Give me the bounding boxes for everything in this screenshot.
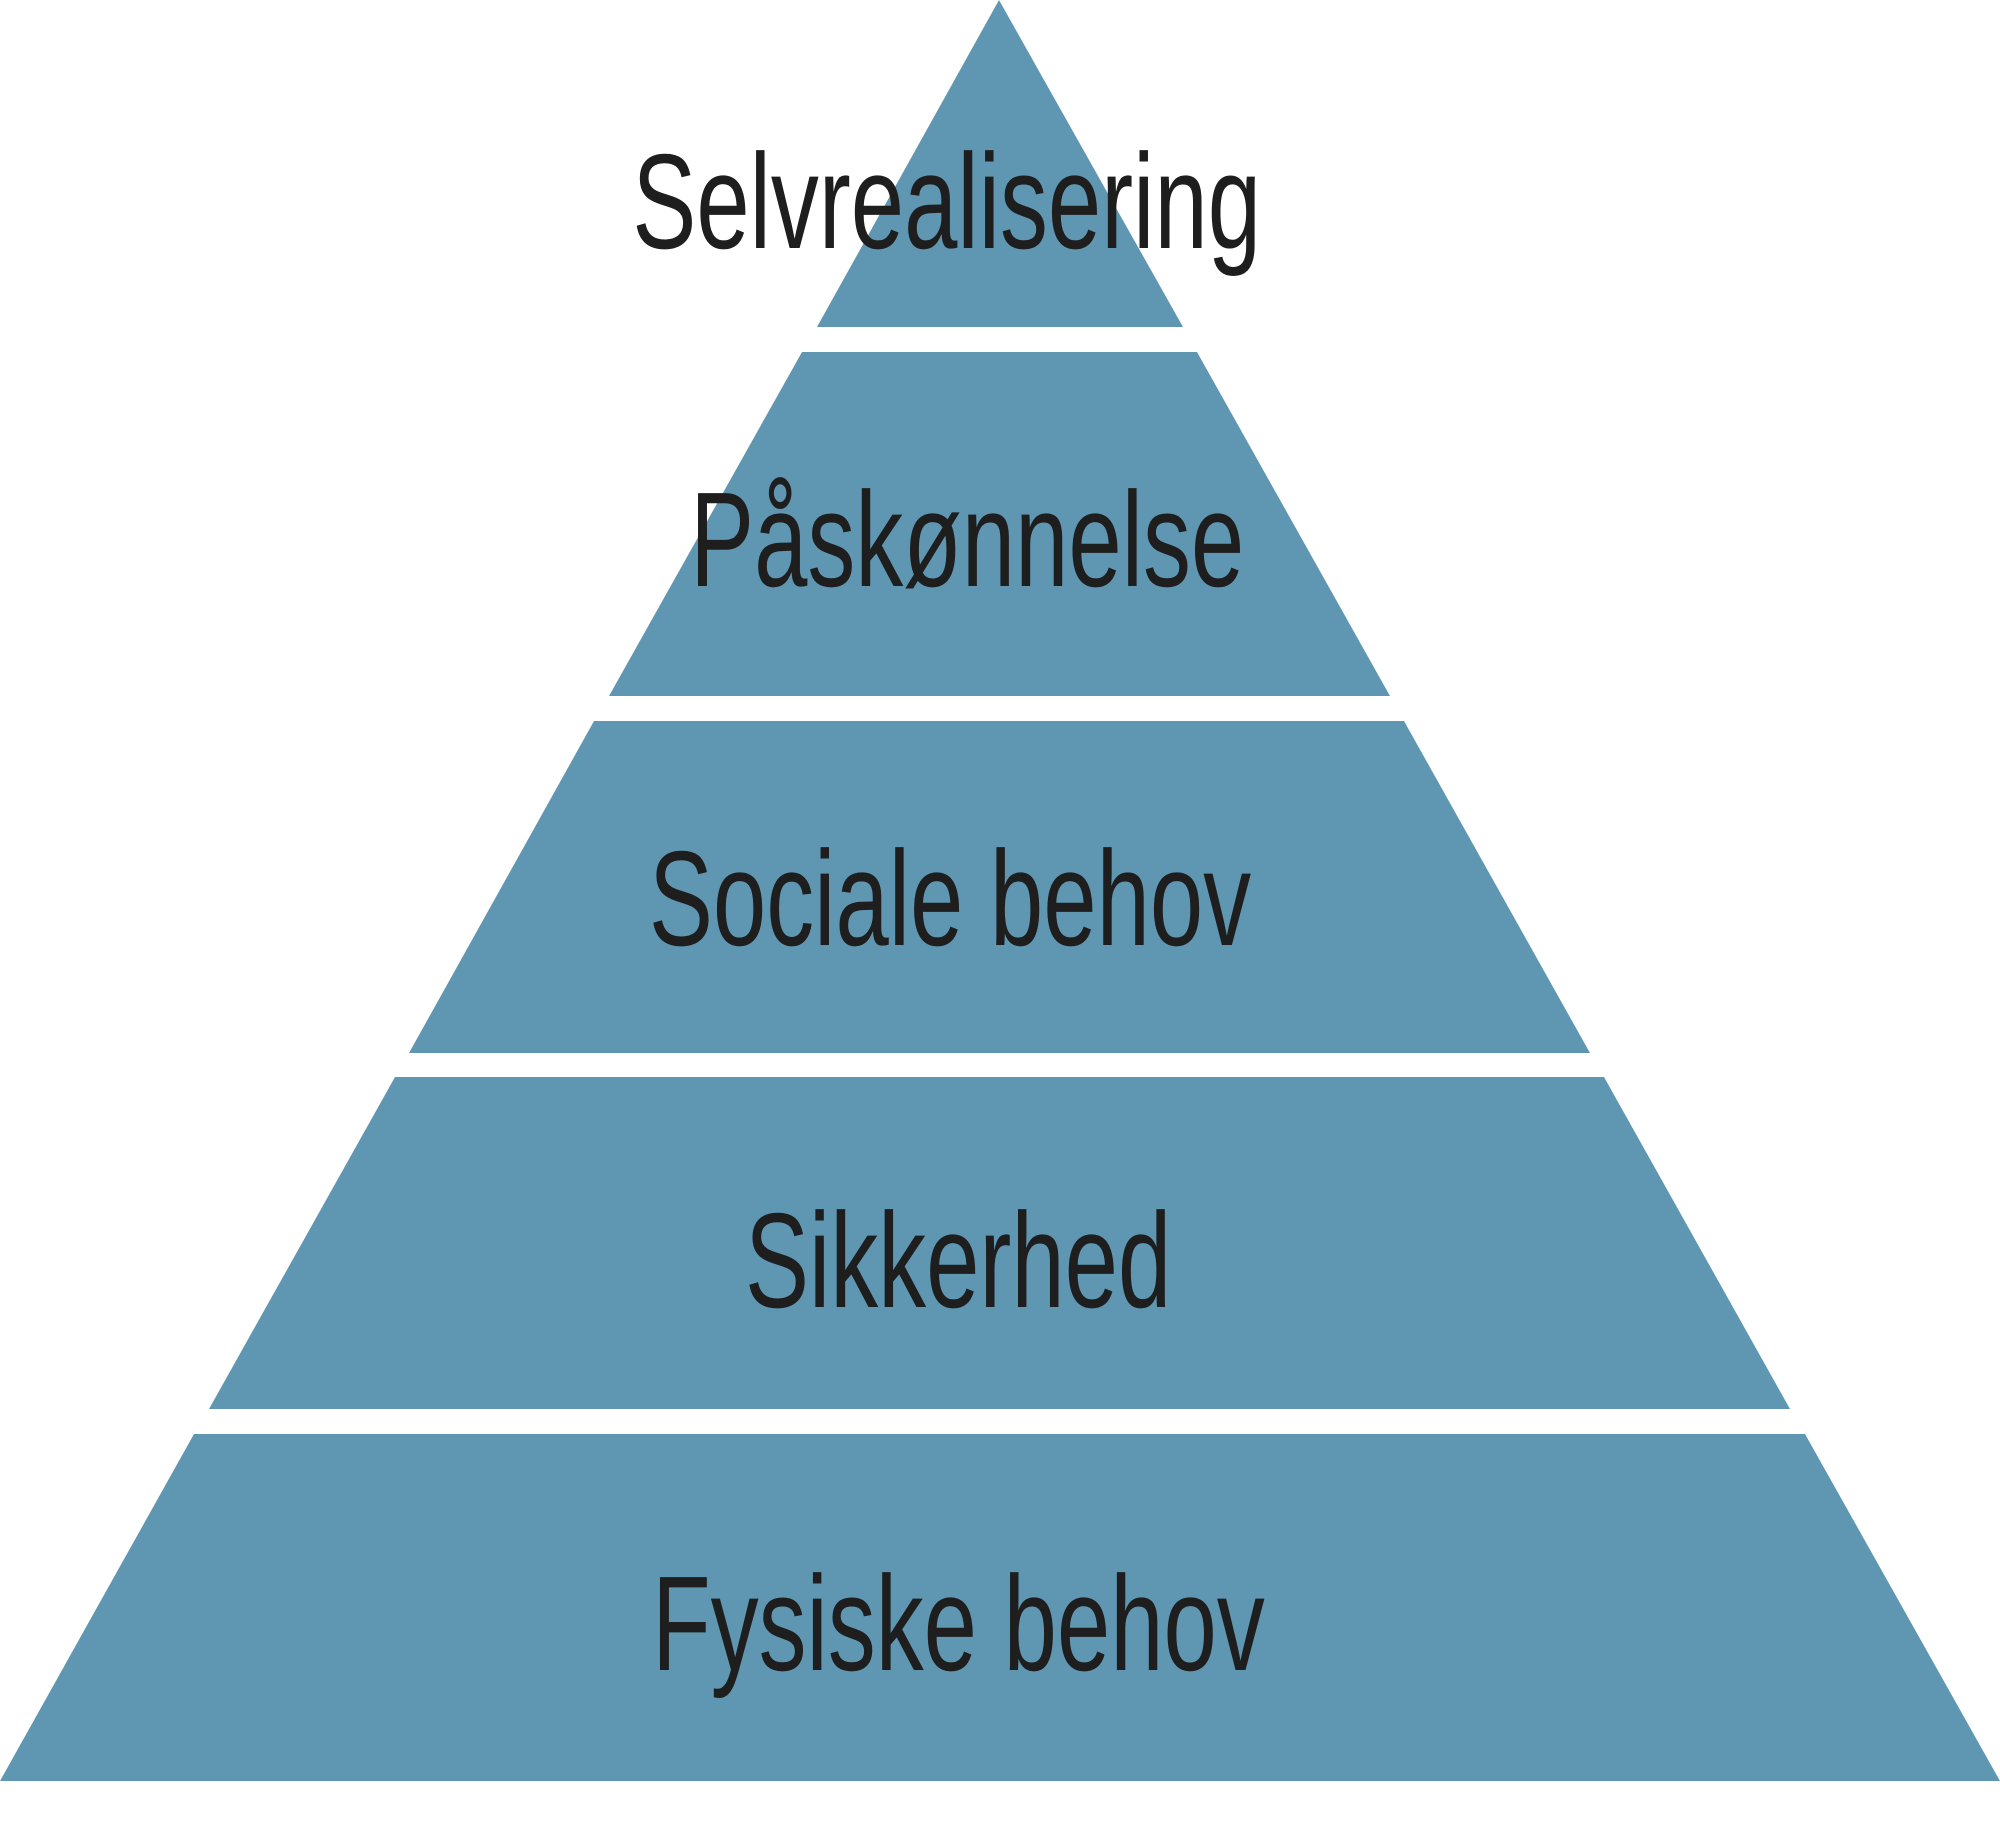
pyramid-level-4-shape [209,1077,1790,1409]
pyramid-level-3-shape [409,721,1590,1053]
pyramid-level-1-shape [817,0,1183,327]
pyramid-level-5-shape [0,1434,2000,1781]
pyramid-level-2-shape [609,352,1390,696]
